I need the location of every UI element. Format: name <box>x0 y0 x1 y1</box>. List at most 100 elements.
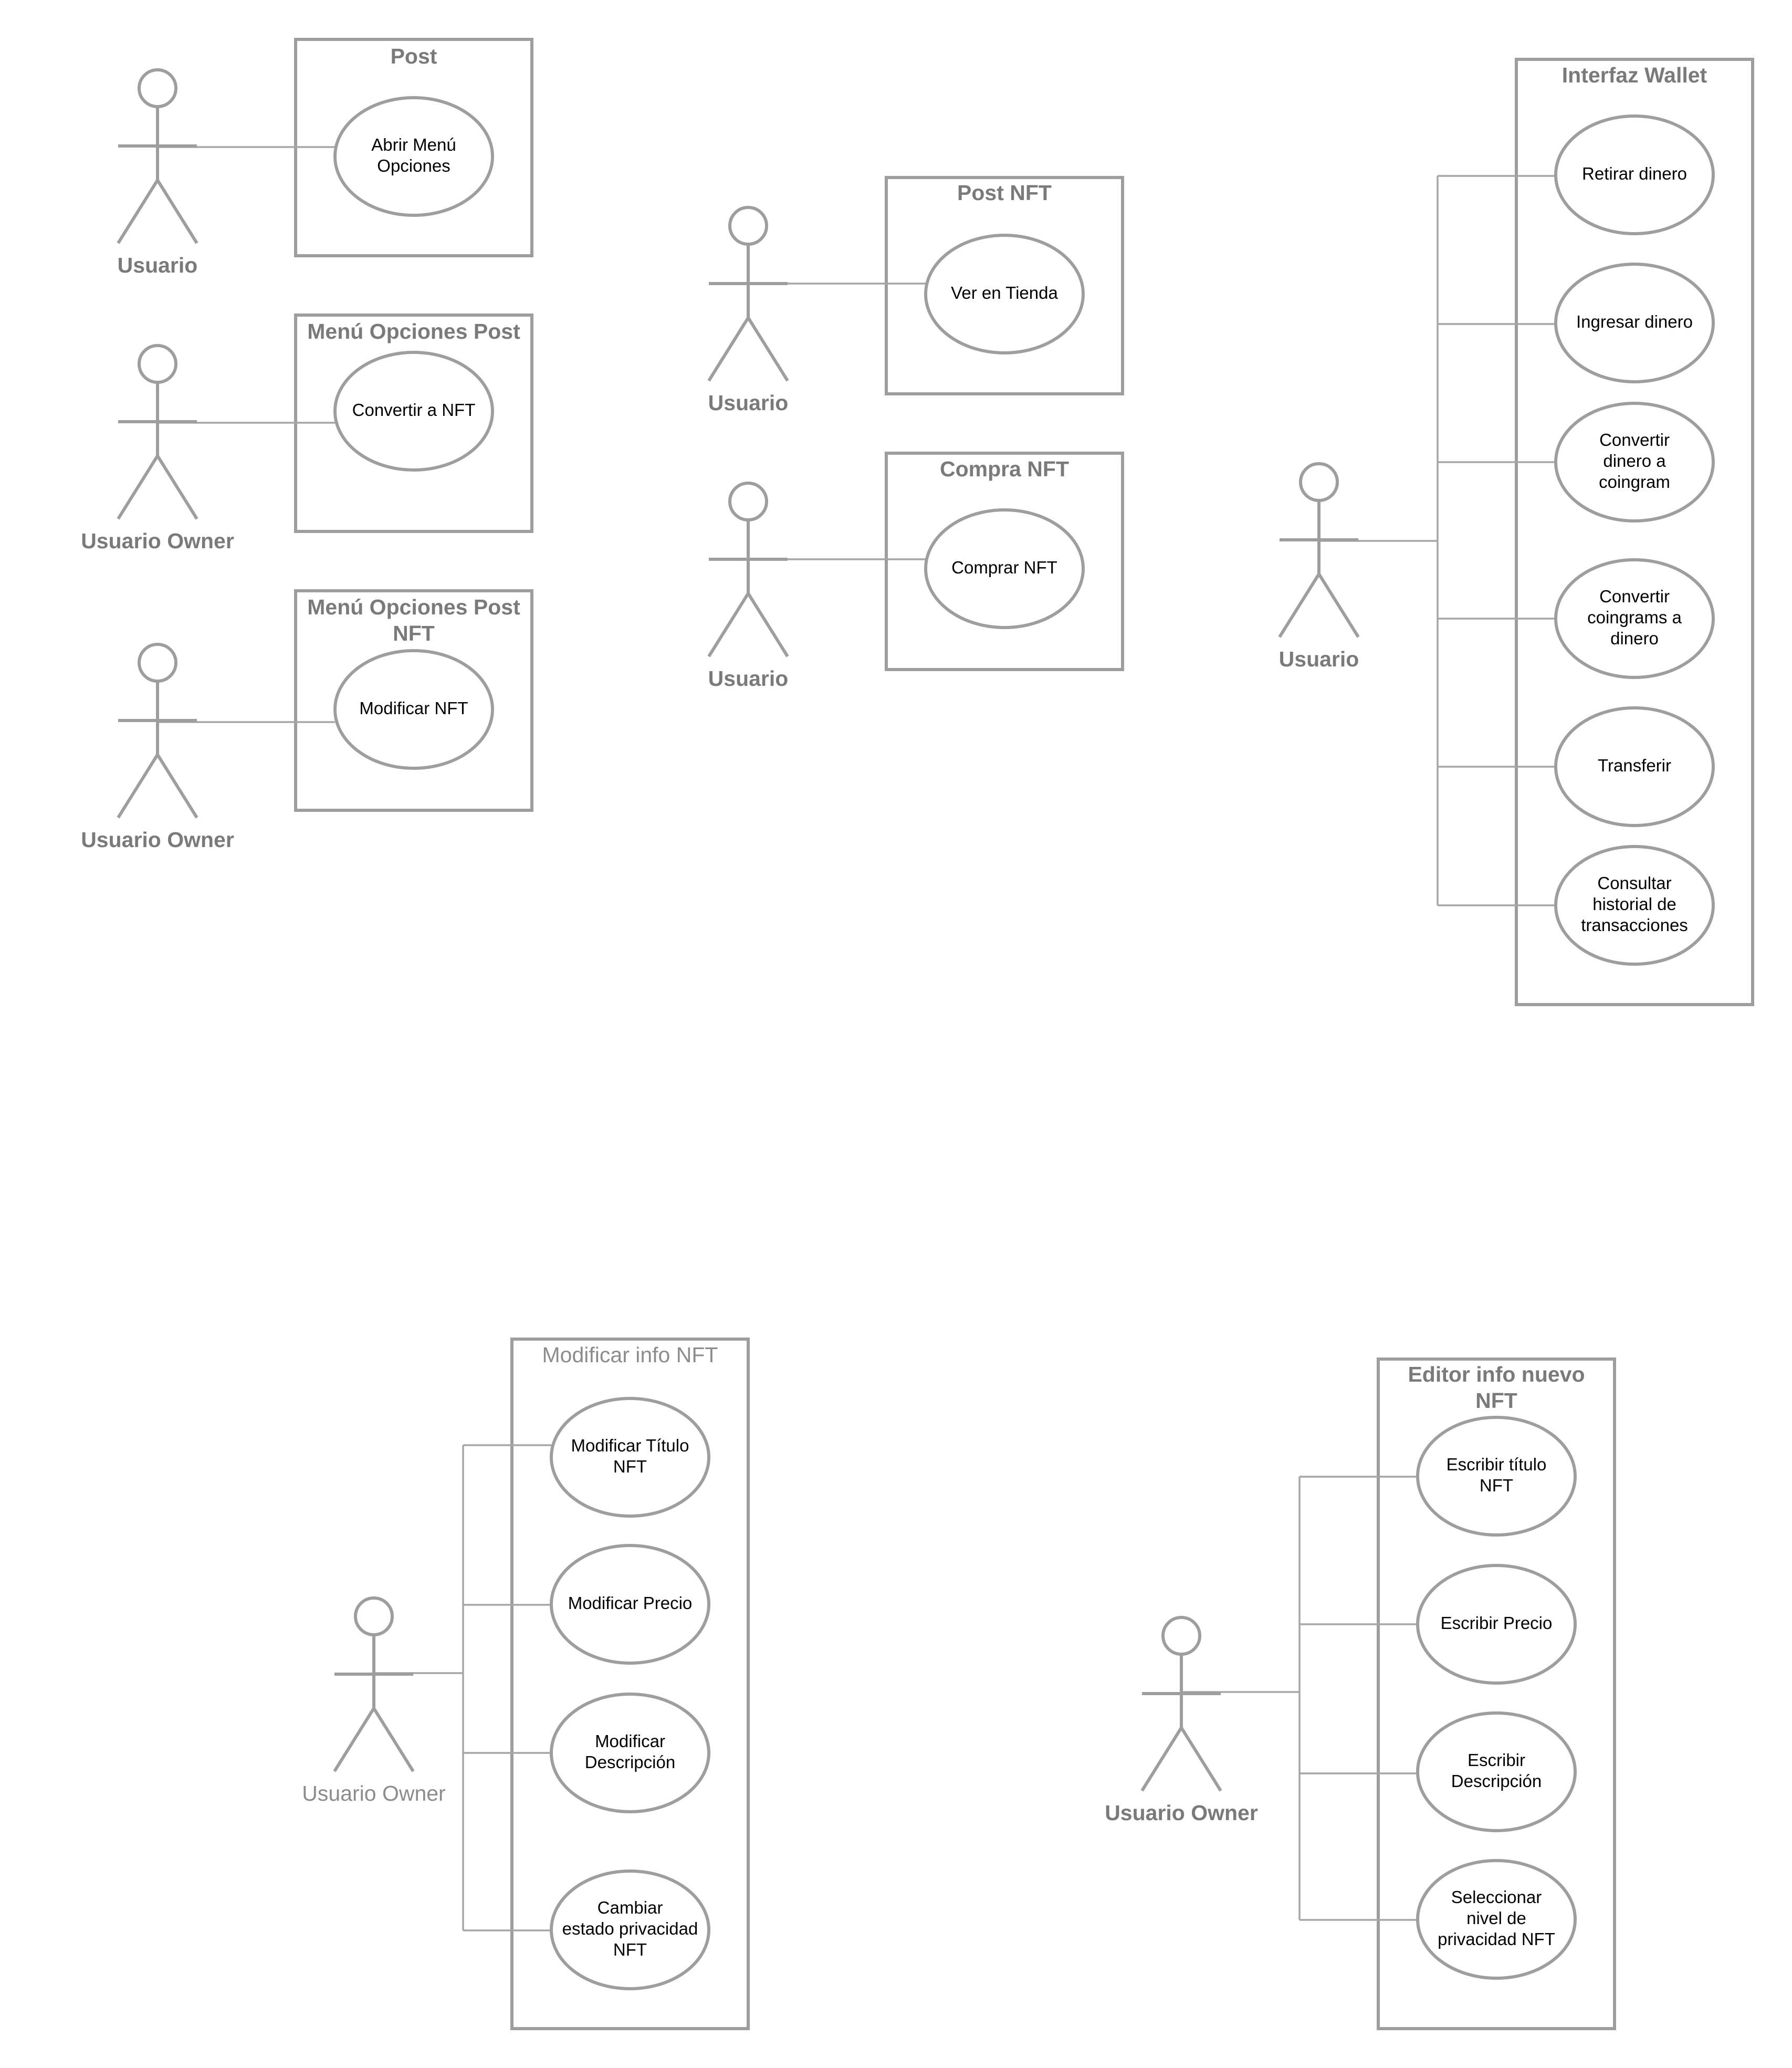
actor-right-leg <box>747 592 789 657</box>
use-case-ellipse <box>1416 1859 1577 1980</box>
actor-label: Usuario Owner <box>1105 1801 1258 1825</box>
actor-interfaz_wallet: Usuario <box>1278 462 1360 671</box>
actor-head <box>138 643 177 683</box>
actor-head <box>1161 1616 1201 1656</box>
use-case-ellipse <box>333 96 494 217</box>
actor-right-leg <box>372 1707 415 1772</box>
actor-left-leg <box>1140 1727 1183 1792</box>
actor-head <box>728 482 768 521</box>
actor-label: Usuario Owner <box>302 1781 445 1805</box>
use-case-editor_info_nuevo_nft-1: Escribir Precio <box>1416 1564 1577 1685</box>
actor-left-leg <box>333 1707 375 1772</box>
use-case-ellipse <box>550 1544 710 1665</box>
actor-right-leg <box>156 179 198 244</box>
system-boundary <box>294 589 533 812</box>
actor-head <box>138 68 177 108</box>
actor-label: Usuario <box>708 666 789 691</box>
actor-editor_info_nuevo_nft: Usuario Owner <box>1105 1616 1258 1825</box>
actor-post: Usuario <box>117 68 198 277</box>
use-case-label: Retirar dinero <box>1582 164 1687 183</box>
use-case-ellipse <box>1554 558 1715 679</box>
use-case-ellipse <box>550 1693 710 1813</box>
actor-head <box>354 1596 394 1636</box>
use-case-ellipse <box>924 234 1085 354</box>
actor-head <box>138 344 177 384</box>
actor-modificar_info_nft: Usuario Owner <box>302 1596 446 1805</box>
system-title: Post <box>391 44 437 68</box>
use-case-menu_opciones_post_nft-0: Modificar NFT <box>333 649 494 770</box>
use-case-label: Ver en Tienda <box>951 283 1058 302</box>
actor-right-leg <box>156 754 198 819</box>
actor-compra_nft: Usuario <box>707 482 789 691</box>
use-case-interfaz_wallet-0: Retirar dinero <box>1554 114 1715 235</box>
actor-left-leg <box>117 455 159 520</box>
system-title: Menú Opciones Post <box>307 319 520 343</box>
use-case-label: Comprar NFT <box>951 558 1057 577</box>
actor-menu_opciones_post: Usuario Owner <box>81 344 234 553</box>
system-boundary <box>1377 1357 1616 2030</box>
use-case-ellipse <box>550 1397 710 1518</box>
actor-label: Usuario <box>708 391 789 415</box>
actor-right-leg <box>747 317 789 382</box>
actor-right-leg <box>156 455 198 520</box>
actor-left-leg <box>707 592 750 657</box>
system-modificar-info-nft: Modificar info NFT Usuario Owner Modificar… <box>302 1338 750 2030</box>
use-case-label: Convertir a NFT <box>352 400 476 420</box>
actor-left-leg <box>1278 573 1321 638</box>
use-case-label: Ingresar dinero <box>1576 312 1693 331</box>
use-case-ellipse <box>550 1869 710 1990</box>
actor-label: Usuario Owner <box>81 828 234 852</box>
use-case-label: Transferir <box>1598 756 1671 775</box>
actor-left-leg <box>117 179 159 244</box>
use-case-ellipse <box>1554 402 1715 523</box>
use-case-label: Escribir Precio <box>1441 1613 1553 1633</box>
use-case-interfaz_wallet-1: Ingresar dinero <box>1554 263 1715 383</box>
use-case-ellipse <box>333 649 494 770</box>
actor-right-leg <box>1317 573 1360 638</box>
actor-right-leg <box>1180 1727 1222 1792</box>
use-case-label: Modificar NFT <box>359 698 468 718</box>
use-case-ellipse <box>1554 706 1715 827</box>
use-case-menu_opciones_post-0: Convertir a NFT <box>333 351 494 472</box>
system-title: Compra NFT <box>940 457 1069 481</box>
system-title: Post NFT <box>957 181 1052 205</box>
system-post-nft: Post NFT Usuario Ver en Tienda <box>707 176 1124 415</box>
use-case-post_nft-0: Ver en Tienda <box>924 234 1085 354</box>
actor-left-leg <box>707 317 750 382</box>
system-boundary <box>510 1338 750 2030</box>
system-title: Modificar info NFT <box>542 1343 718 1367</box>
use-case-ellipse <box>1416 1416 1577 1537</box>
use-case-ellipse <box>333 351 494 472</box>
use-case-ellipse <box>1416 1564 1577 1685</box>
use-case-label: Modificar Precio <box>568 1593 693 1613</box>
system-title: Interfaz Wallet <box>1562 63 1707 87</box>
actor-label: Usuario <box>1279 647 1359 671</box>
system-boundary <box>885 452 1124 671</box>
actor-label: Usuario Owner <box>81 529 234 553</box>
use-case-ellipse <box>1554 263 1715 383</box>
actor-left-leg <box>117 754 159 819</box>
actor-label: Usuario <box>118 253 198 277</box>
actor-menu_opciones_post_nft: Usuario Owner <box>81 643 234 852</box>
